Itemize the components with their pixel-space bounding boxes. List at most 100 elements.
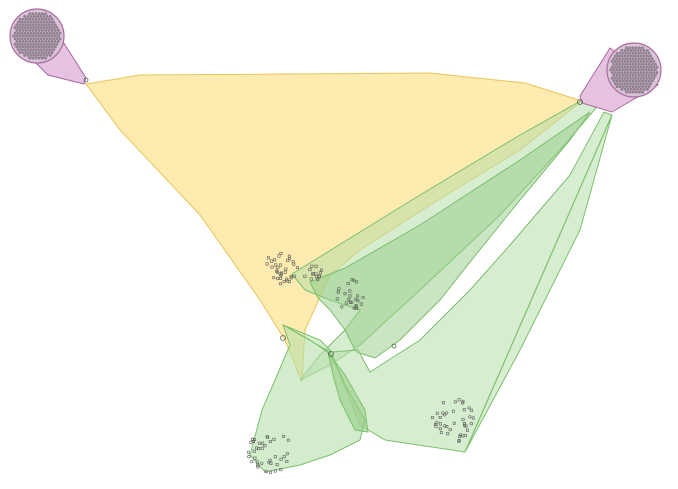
fiber-dot [12, 34, 16, 38]
fiber-dot [618, 62, 622, 66]
fiber-dot [617, 76, 621, 80]
fiber-dot [39, 20, 43, 24]
fiber-dot [52, 26, 56, 30]
cluster-point [260, 461, 264, 465]
fiber-dot [13, 37, 17, 41]
cluster-point [457, 439, 461, 443]
fiber-dot [36, 37, 40, 41]
cluster-point [273, 469, 277, 473]
cluster-point [448, 428, 452, 432]
fiber-dot [650, 68, 654, 72]
cluster-point [441, 411, 445, 415]
fiber-dot [641, 62, 645, 66]
fiber-dot [647, 51, 651, 55]
fiber-dot [649, 76, 653, 80]
fiber-dot [40, 12, 44, 16]
fiber-dot [639, 65, 643, 69]
fiber-dot [23, 42, 27, 46]
fiber-dot [21, 34, 25, 38]
fiber-dot [626, 54, 630, 58]
fiber-dot [23, 37, 27, 41]
fiber-dot [618, 51, 622, 55]
fiber-dot [637, 85, 641, 89]
fiber-dot [637, 90, 641, 94]
fiber-dot [31, 45, 35, 49]
fiber-dot [34, 17, 38, 21]
fiber-dot [44, 12, 48, 16]
fiber-dot [42, 42, 46, 46]
cluster-point [445, 411, 449, 415]
fiber-dot [20, 20, 24, 24]
fiber-dot [18, 23, 22, 27]
fiber-dot [55, 26, 59, 30]
fiber-dot [615, 74, 619, 77]
fiber-dot [18, 45, 22, 49]
fiber-dot [29, 20, 33, 24]
fiber-dot [655, 65, 659, 69]
fiber-dot [15, 23, 19, 27]
fiber-dot [623, 60, 627, 64]
cluster-point [443, 424, 447, 428]
cluster-point [461, 417, 465, 421]
fiber-dot [58, 31, 62, 35]
cluster-point [347, 297, 351, 302]
fiber-dot [23, 26, 27, 30]
fiber-dot [28, 51, 32, 55]
fiber-dot [23, 48, 27, 52]
fiber-dot [621, 79, 625, 83]
fiber-dot [52, 20, 56, 24]
cluster-point [319, 268, 324, 272]
fiber-dot [36, 26, 40, 30]
fiber-dot [48, 48, 52, 52]
fiber-dot [637, 51, 641, 55]
fiber-dot [621, 68, 625, 72]
fiber-dot [649, 71, 653, 75]
fiber-dot [644, 51, 648, 55]
fiber-dot [637, 57, 641, 61]
fiber-dot [636, 54, 640, 58]
fiber-dot [32, 37, 36, 41]
cluster-point [272, 437, 276, 441]
fiber-dot [625, 74, 629, 77]
fiber-dot [617, 54, 621, 58]
cluster-point [249, 440, 253, 444]
cluster-point [282, 455, 286, 459]
fiber-dot [625, 90, 629, 94]
cluster-point [451, 409, 455, 413]
cluster-point [438, 427, 442, 431]
fiber-dot [649, 60, 653, 64]
fiber-dot [24, 51, 28, 55]
fiber-dot [613, 65, 617, 69]
fiber-dot [625, 85, 629, 89]
fiber-dot [50, 23, 54, 27]
fiber-dot [644, 57, 648, 61]
fiber-dot [21, 51, 25, 55]
fiber-dot [56, 34, 60, 38]
target-cluster-1 [265, 251, 300, 286]
fiber-dot [34, 40, 38, 43]
cluster-point [256, 465, 260, 469]
fiber-dot [44, 40, 48, 43]
cluster-point [352, 278, 356, 282]
cluster-point [462, 408, 466, 412]
fiber-dot [620, 54, 624, 58]
green-projection-lower [249, 111, 613, 473]
cluster-point [452, 421, 456, 425]
cluster-point [289, 276, 293, 280]
fiber-dot [650, 57, 654, 61]
fiber-dot [48, 20, 52, 24]
fiber-dot [34, 23, 38, 27]
fiber-dot [617, 71, 621, 75]
fiber-dot [628, 62, 632, 66]
fiber-dot [623, 71, 627, 75]
fiber-dot [42, 31, 46, 35]
fiber-dot [37, 40, 41, 43]
fiber-dot [642, 60, 646, 64]
fiber-dot [48, 26, 52, 30]
fiber-dot [629, 87, 633, 91]
fiber-dot [36, 15, 40, 18]
fiber-dot [31, 56, 35, 60]
fiber-dot [628, 46, 632, 50]
fiber-dot [32, 26, 36, 30]
fiber-dot [31, 12, 35, 16]
